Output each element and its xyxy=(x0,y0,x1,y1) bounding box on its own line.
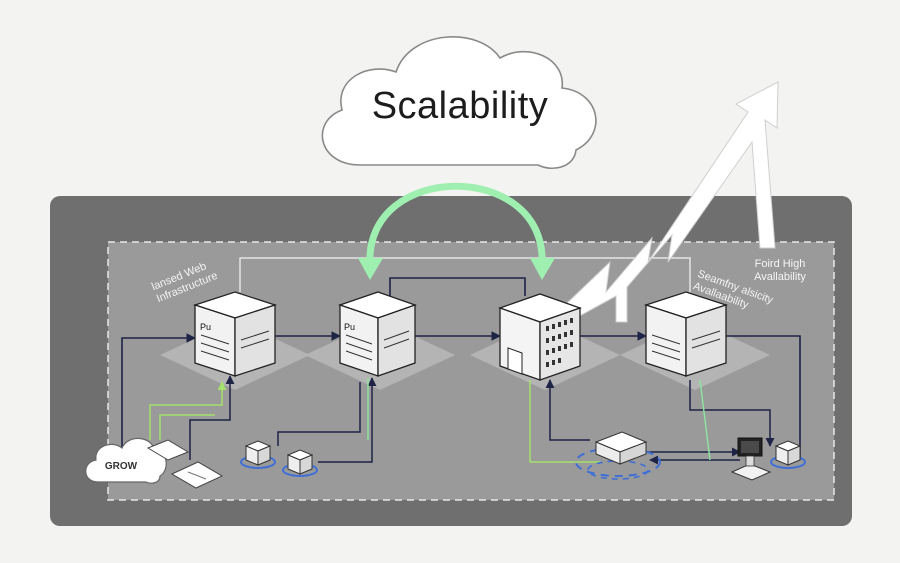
device-1-icon xyxy=(240,440,276,469)
device-2-icon xyxy=(282,449,318,477)
connector-gateway-server3 xyxy=(545,379,590,441)
top-routing-line xyxy=(239,257,691,292)
connector-right-exit xyxy=(726,335,801,460)
server-cube-1: Pu xyxy=(192,291,278,377)
growth-arrow-icon xyxy=(564,81,779,323)
scalability-cloud-icon xyxy=(321,36,597,169)
connector-lime-2 xyxy=(159,414,215,440)
server-cube-2: Pu xyxy=(337,291,417,377)
connector-entry xyxy=(121,333,196,455)
grow-label: GROW xyxy=(104,461,138,472)
connector-2-3-top xyxy=(389,277,526,302)
inner-panel-dashed-border xyxy=(107,241,835,501)
connector-doc-server1 xyxy=(189,375,235,460)
gateway-router-icon xyxy=(575,431,661,480)
connector-server4-down xyxy=(689,380,775,447)
connector-lime-1 xyxy=(149,381,227,440)
server-cube-4 xyxy=(643,291,729,377)
connector-devices-server2 xyxy=(318,377,377,463)
cloud-title: Scalability xyxy=(371,85,549,127)
server-badge-2: Pu xyxy=(344,322,355,332)
connector-server2-devices xyxy=(277,382,361,446)
high-availability-label: Foird High Avallability xyxy=(754,258,806,283)
workstation-icon xyxy=(730,437,772,481)
server-cube-3 xyxy=(498,293,582,381)
document-icon-1 xyxy=(146,439,190,461)
scale-arc-head-right xyxy=(530,258,555,280)
grow-cloud-icon xyxy=(85,437,167,484)
server-badge-1: Pu xyxy=(200,322,211,332)
document-icon-2 xyxy=(170,461,224,489)
scale-arc-arrow xyxy=(366,182,546,266)
device-3-icon xyxy=(770,440,806,469)
connector-lime-gateway xyxy=(529,380,600,463)
scale-arc-head-left xyxy=(358,258,383,280)
connector-lime-server4 xyxy=(699,379,711,461)
